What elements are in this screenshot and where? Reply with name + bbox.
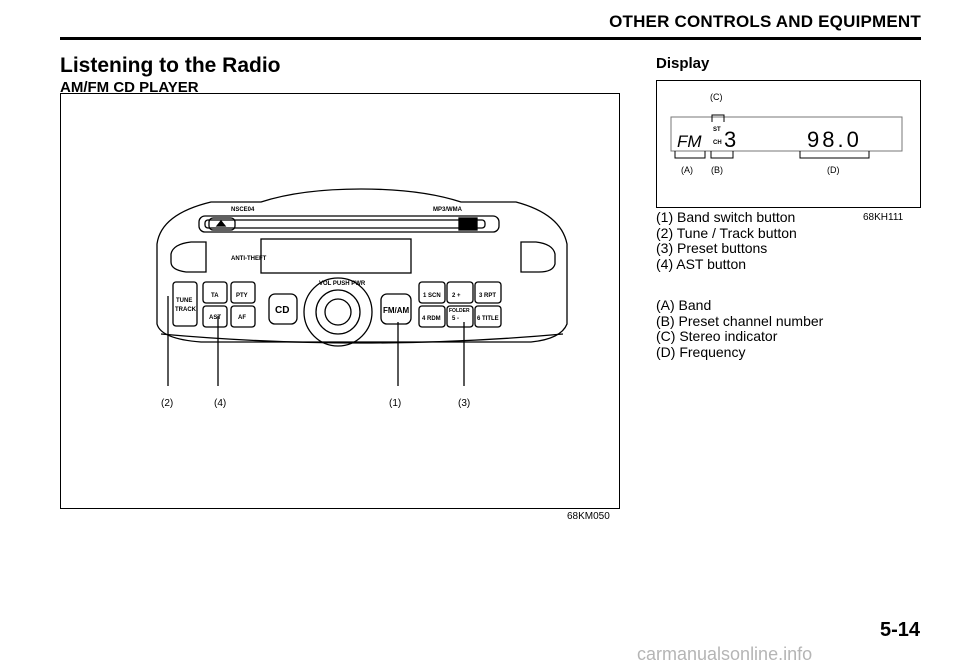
display-frequency: 98.0 (807, 127, 862, 152)
page-subtitle: AM/FM CD PLAYER (60, 79, 199, 96)
legend-item: (A) Band (656, 297, 712, 313)
figure1-code: 68KM050 (567, 511, 610, 522)
af-label: AF (238, 315, 246, 321)
page-number: 5-14 (880, 619, 921, 641)
display-ch: CH (713, 140, 722, 146)
legend-item: (D) Frequency (656, 343, 746, 360)
folder-label: FOLDER (449, 308, 470, 314)
volume-label: VOL PUSH PWR (319, 281, 366, 287)
display-heading: Display (656, 55, 710, 72)
legend-item: (2) Tune / Track button (656, 224, 797, 241)
legend-item: (B) Preset channel number (656, 312, 824, 329)
page-title: Listening to the Radio (60, 54, 281, 77)
preset-5-label: 5 - (452, 316, 459, 322)
display-band: FM (677, 132, 702, 151)
pty-label: PTY (236, 293, 248, 299)
watermark: carmanualsonline.info (637, 644, 813, 664)
legend-item: (C) Stereo indicator (656, 328, 778, 345)
fmam-label: FM/AM (383, 306, 410, 315)
anti-theft-label: ANTI-THEFT (231, 256, 267, 262)
callout-2: (2) (161, 398, 173, 409)
button-legend: (1) Band switch button (2) Tune / Track … (656, 209, 797, 272)
section-header: OTHER CONTROLS AND EQUIPMENT (609, 12, 921, 31)
display-preset: 3 (724, 127, 736, 152)
display-legend: (A) Band (B) Preset channel number (C) S… (656, 297, 824, 360)
figure2-code: 68KH111 (863, 212, 904, 223)
callout-4: (4) (214, 398, 226, 409)
display-st: ST (713, 127, 721, 133)
brand-left-label: NSCE04 (231, 207, 255, 213)
cd-label: CD (275, 305, 289, 316)
callout-1: (1) (389, 398, 401, 409)
radio-panel-drawing: NSCE04 MP3/WMA ANTI-THEFT VOL PUSH PWR T… (156, 188, 568, 409)
display-drawing: (C) FM ST CH 3 98.0 (A) (B) (D) (670, 92, 903, 175)
legend-item: (1) Band switch button (656, 209, 796, 225)
preset-3-label: 3 RPT (479, 293, 496, 299)
legend-item: (3) Preset buttons (656, 240, 768, 257)
callout-3: (3) (458, 398, 470, 409)
ta-label: TA (211, 293, 219, 299)
label-c: (C) (710, 92, 723, 102)
label-a: (A) (681, 165, 693, 175)
ast-label: AST (209, 315, 221, 321)
legend-item: (4) AST button (656, 255, 747, 272)
track-label: TRACK (175, 307, 197, 313)
preset-2-label: 2 + (452, 293, 461, 299)
preset-6-label: 6 TITLE (477, 316, 499, 322)
header-rule (60, 37, 921, 40)
brand-right-label: MP3/WMA (433, 207, 463, 213)
display-figure: (C) FM ST CH 3 98.0 (A) (B) (D) (656, 80, 921, 208)
label-b: (B) (711, 165, 723, 175)
preset-4-label: 4 RDM (422, 316, 441, 322)
preset-1-label: 1 SCN (423, 293, 441, 299)
label-d: (D) (827, 165, 840, 175)
tune-label: TUNE (176, 298, 192, 304)
radio-panel-figure: NSCE04 MP3/WMA ANTI-THEFT VOL PUSH PWR T… (60, 93, 620, 509)
